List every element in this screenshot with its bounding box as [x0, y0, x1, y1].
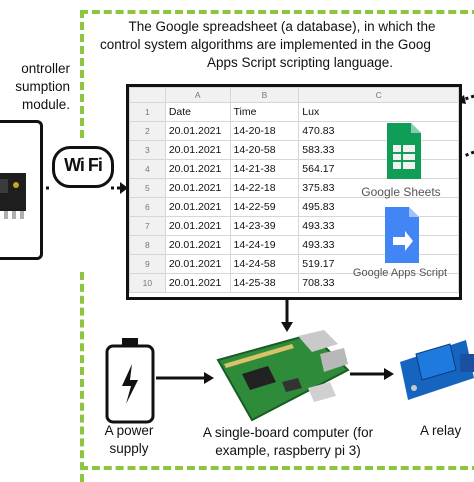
field-header-date: Date [164, 102, 231, 122]
time-cell: 14-25-38 [229, 273, 300, 293]
frame-left-border [80, 10, 84, 138]
google-apps-script-logo: Google Apps Script [343, 205, 457, 285]
google-sheets-icon [387, 123, 421, 179]
google-apps-script-icon [385, 207, 419, 263]
row-number: 7 [129, 216, 166, 236]
column-header-b: B [229, 87, 300, 103]
module-caption-line-1: ontroller [21, 61, 70, 76]
relay-module [396, 334, 474, 409]
time-cell: 14-22-59 [229, 197, 300, 217]
date-cell: 20.01.2021 [164, 235, 231, 255]
computer-caption-line-1: A single-board computer (for [202, 425, 374, 440]
column-header-a: A [164, 87, 231, 103]
column-header-c: C [298, 87, 459, 103]
raspberry-pi-board-icon [216, 330, 350, 422]
column-header-row: A B C [129, 87, 459, 103]
date-cell: 20.01.2021 [164, 159, 231, 179]
frame-left-border-lower [80, 272, 84, 482]
wifi-label: Wi Fi [64, 155, 103, 175]
lux-cell: 375.83 [298, 178, 459, 198]
right-dotted-line-mid [463, 150, 474, 158]
date-cell: 20.01.2021 [164, 178, 231, 198]
frame-bottom-border [80, 466, 474, 470]
single-board-computer [212, 330, 352, 429]
wifi-badge: Wi Fi [52, 146, 114, 188]
row-number: 9 [129, 254, 166, 274]
date-cell: 20.01.2021 [164, 254, 231, 274]
date-cell: 20.01.2021 [164, 197, 231, 217]
row-number: 10 [129, 273, 166, 293]
field-header-time: Time [229, 102, 300, 122]
time-cell: 14-22-18 [229, 178, 300, 198]
row-number: 1 [129, 102, 166, 122]
date-cell: 20.01.2021 [164, 140, 231, 160]
module-caption-line-2: sumption [15, 79, 70, 94]
right-dotted-line-top [461, 94, 474, 102]
relay-caption: A relay [420, 423, 462, 438]
row-number: 3 [129, 140, 166, 160]
row-number: 6 [129, 197, 166, 217]
corner-cell [129, 87, 166, 103]
google-sheets-label: Google Sheets [361, 185, 441, 199]
google-apps-script-label: Google Apps Script [352, 267, 448, 279]
module-caption-line-3: module. [21, 97, 70, 112]
lux-cell: 708.33 [298, 273, 459, 293]
row-number: 8 [129, 235, 166, 255]
sheet-to-computer-arrowhead [281, 322, 293, 332]
time-cell: 14-23-39 [229, 216, 300, 236]
spreadsheet-caption-line-3: Apps Script scripting language. [206, 55, 394, 70]
field-header-row: 1 Date Time Lux [129, 102, 459, 122]
battery-icon [105, 338, 155, 424]
computer-to-relay-arrowhead [384, 368, 394, 380]
spreadsheet-caption-line-1: The Google spreadsheet (a database), in … [128, 19, 436, 34]
power-supply-caption-line-2: supply [109, 441, 149, 456]
spreadsheet-caption-line-2: control system algorithms are implemente… [100, 37, 431, 52]
row-number: 5 [129, 178, 166, 198]
field-header-lux: Lux [298, 102, 459, 122]
sensor-board-icon [0, 173, 26, 219]
row-number: 4 [129, 159, 166, 179]
time-cell: 14-20-18 [229, 121, 300, 141]
time-cell: 14-20-58 [229, 140, 300, 160]
time-cell: 14-24-58 [229, 254, 300, 274]
time-cell: 14-21-38 [229, 159, 300, 179]
arrow-into-sheet [120, 182, 128, 194]
battery-to-computer-arrowhead [204, 372, 214, 384]
relay-icon [400, 340, 474, 400]
row-number: 2 [129, 121, 166, 141]
date-cell: 20.01.2021 [164, 273, 231, 293]
date-cell: 20.01.2021 [164, 216, 231, 236]
frame-top-border [80, 10, 474, 14]
computer-caption-line-2: example, raspberry pi 3) [215, 443, 361, 458]
date-cell: 20.01.2021 [164, 121, 231, 141]
power-supply-caption-line-1: A power [104, 423, 154, 438]
battery [104, 338, 156, 431]
time-cell: 14-24-19 [229, 235, 300, 255]
sensor-module-box [0, 120, 43, 260]
google-sheets-logo: Google Sheets [351, 121, 451, 201]
